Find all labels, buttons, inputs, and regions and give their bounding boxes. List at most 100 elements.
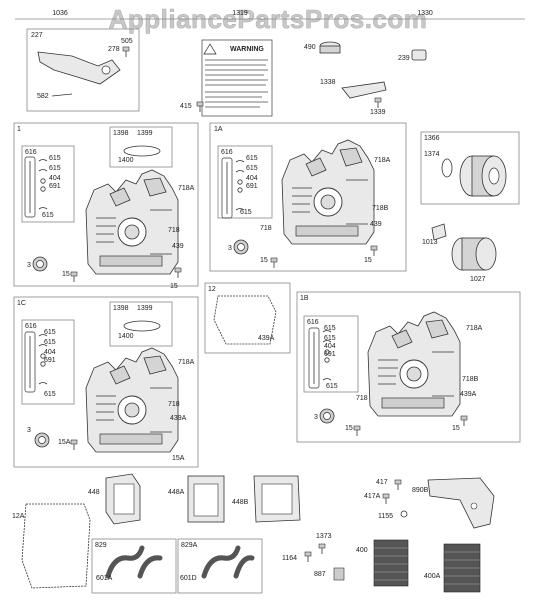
- callout-615: 615: [324, 335, 336, 342]
- callout-615: 615: [240, 209, 252, 216]
- callout-448B: 448B: [232, 499, 249, 506]
- callout-718: 718: [356, 395, 368, 402]
- callout-3: 3: [228, 245, 232, 252]
- callout-718: 718: [260, 225, 272, 232]
- callout-1027: 1027: [470, 276, 486, 283]
- bracket-890B: [427, 477, 495, 529]
- callout-3: 3: [27, 262, 31, 269]
- panel-label: 1A: [214, 126, 223, 133]
- callout-718A: 718A: [178, 359, 195, 366]
- callout-439A: 439A: [460, 391, 477, 398]
- engine-block: [85, 347, 179, 453]
- callout-439: 439: [370, 221, 382, 228]
- callout-1374: 1374: [424, 151, 440, 158]
- callout-691: 691: [49, 183, 61, 190]
- callout-417: 417: [376, 479, 388, 486]
- callout-718: 718: [168, 227, 180, 234]
- callout-12A: 12A: [12, 513, 25, 520]
- callout-615: 615: [44, 339, 56, 346]
- panel-1C: [13, 296, 199, 468]
- callout-1400: 1400: [118, 157, 134, 164]
- panel-label: 227: [31, 32, 43, 39]
- callout-400: 400: [356, 547, 368, 554]
- panel-label: 616: [25, 149, 37, 156]
- header-label: 1036: [52, 10, 68, 17]
- panel-829A: [177, 538, 263, 594]
- callout-601D: 601D: [180, 575, 197, 582]
- panel-1B: [296, 291, 521, 443]
- callout-601A: 601A: [96, 575, 113, 582]
- oil-filter: [451, 237, 497, 271]
- oil-cooler-400A: [443, 543, 481, 593]
- warning-text-lines: [205, 59, 268, 108]
- callout-1399: 1399: [137, 305, 153, 312]
- panel-227: [26, 28, 140, 112]
- fitting-887: [333, 567, 345, 581]
- callout-615: 615: [44, 391, 56, 398]
- callout-1155: 1155: [378, 513, 393, 520]
- panel-label: 1B: [300, 295, 309, 302]
- bracket-448B: [253, 475, 301, 523]
- callout-439A: 439A: [170, 415, 187, 422]
- callout-15: 15: [260, 257, 268, 264]
- panel-label: 616: [307, 319, 319, 326]
- callout-615: 615: [42, 212, 54, 219]
- callout-15: 15: [345, 425, 353, 432]
- callout-1338: 1338: [320, 79, 336, 86]
- bracket-448A: [187, 475, 225, 523]
- callout-615: 615: [49, 155, 61, 162]
- engine-block: [281, 139, 375, 245]
- bracket-227: [37, 51, 121, 85]
- panel-label: 616: [221, 149, 233, 156]
- callout-615: 615: [246, 165, 258, 172]
- callout-615: 615: [49, 165, 61, 172]
- panel-1366: [420, 131, 520, 205]
- callout-718B: 718B: [462, 376, 479, 383]
- callout-239: 239: [398, 55, 410, 62]
- callout-615: 615: [324, 325, 336, 332]
- callout-505: 505: [121, 38, 133, 45]
- callout-718: 718: [168, 401, 180, 408]
- panel-label: 616: [25, 323, 37, 330]
- callout-15: 15: [364, 257, 372, 264]
- callout-417A: 417A: [364, 493, 381, 500]
- panel-12: [204, 282, 291, 354]
- callout-1400: 1400: [118, 333, 134, 340]
- callout-691: 691: [246, 183, 258, 190]
- callout-691: 691: [324, 351, 336, 358]
- panel-label: 1398: [113, 130, 129, 137]
- callout-1399: 1399: [137, 130, 153, 137]
- callout-448A: 448A: [168, 489, 185, 496]
- callout-615: 615: [246, 155, 258, 162]
- callout-1339: 1339: [370, 109, 386, 116]
- header-label: 1330: [417, 10, 433, 17]
- callout-15A: 15A: [58, 439, 71, 446]
- callout-582: 582: [37, 93, 49, 100]
- callout-15: 15: [62, 271, 70, 278]
- callout-404: 404: [324, 343, 336, 350]
- panel-1A: [209, 122, 407, 272]
- panel-label: 1366: [424, 135, 440, 142]
- warning-title: WARNING: [230, 46, 264, 53]
- callout-404: 404: [49, 175, 61, 182]
- callout-439: 439: [172, 243, 184, 250]
- hose-829: [105, 545, 145, 579]
- oil-cooler-400: [373, 539, 409, 587]
- panel-label: 1: [17, 126, 21, 133]
- callout-439A: 439A: [258, 335, 275, 342]
- callout-1013: 1013: [422, 239, 438, 246]
- panel-label: 12: [208, 286, 216, 293]
- engine-block: [367, 311, 461, 417]
- callout-718B: 718B: [372, 205, 389, 212]
- callout-448: 448: [88, 489, 100, 496]
- panel-label: 1398: [113, 305, 129, 312]
- callout-1373: 1373: [316, 533, 332, 540]
- hose-829A: [201, 545, 241, 579]
- gasket-12A: [21, 503, 91, 589]
- panel-label: 829: [95, 542, 107, 549]
- panel-label: 1C: [17, 300, 26, 307]
- callout-404: 404: [246, 175, 258, 182]
- oil-cooler-1366: [459, 155, 507, 197]
- callout-615: 615: [44, 329, 56, 336]
